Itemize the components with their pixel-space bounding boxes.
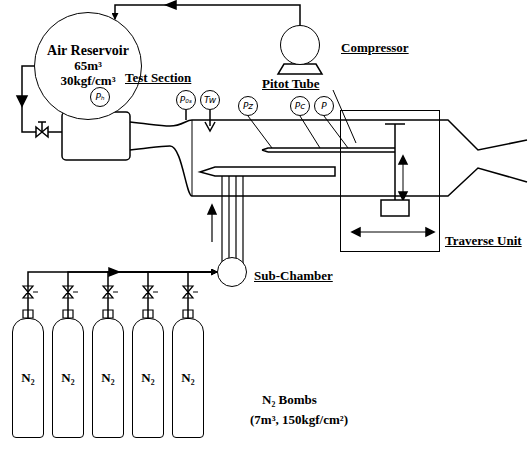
pressure-gauge: P <box>314 96 334 116</box>
gauge-symbol: Pc <box>295 101 305 111</box>
arrow-head <box>399 192 407 200</box>
leader-line <box>333 90 356 143</box>
injection-line <box>222 176 243 265</box>
nitrogen-bomb: N₂ <box>52 318 84 438</box>
pressure-gauge: Pc <box>290 96 310 116</box>
part-label: Pitot Tube <box>262 76 319 92</box>
nitrogen-bomb: N₂ <box>132 318 164 438</box>
spec-label: (7m³, 150kgf/cm²) <box>250 412 348 428</box>
pipe-connector <box>188 272 217 318</box>
reservoir-tank: Air Reservoir65m³ 30kgf/cm³ <box>34 12 142 120</box>
arrow-head <box>426 228 434 236</box>
tunnel-upper-wall <box>130 120 527 150</box>
nitrogen-bomb: N₂ <box>172 318 204 438</box>
pressure-gauge: Pₕ <box>90 87 110 107</box>
node-text: N₂ <box>181 370 194 386</box>
section-label: Test Section <box>125 70 191 86</box>
flow-arrow-line <box>211 212 212 242</box>
nitrogen-bomb: N₂ <box>12 318 44 438</box>
part-label: Traverse Unit <box>445 233 522 249</box>
wall-thermocouple <box>205 110 215 131</box>
node-text: 65m³ 30kgf/cm³ <box>46 59 130 89</box>
compressor-symbol: Compressor <box>280 25 320 65</box>
flat-plate-model <box>200 167 335 176</box>
part-label: N₂ Bombs <box>262 392 317 408</box>
gauge-stem <box>185 110 187 120</box>
horizontal-motion-arrow <box>356 232 430 233</box>
gauge-symbol: P <box>321 101 326 111</box>
vertical-motion-arrow <box>403 160 404 196</box>
flow-arrow <box>17 96 27 106</box>
gauge-symbol: Pₕ <box>95 92 104 102</box>
pitot-tube <box>262 148 395 152</box>
gauge-symbol: P₀ₛ <box>180 95 192 105</box>
compressor-base <box>278 64 322 74</box>
arrow-head <box>399 156 407 164</box>
gauge-symbol: Pz <box>243 101 253 111</box>
test-section-joint <box>192 120 193 196</box>
valve-handle <box>33 291 198 292</box>
node-text: N₂ <box>61 370 74 386</box>
temperature-gauge: Tw <box>200 90 220 110</box>
gauge-symbol: Tw <box>204 95 216 105</box>
pipe-connector <box>148 272 217 318</box>
arrow-head <box>352 228 360 236</box>
pressure-line <box>248 116 348 148</box>
pipe-connector <box>68 272 217 318</box>
pipe-connector <box>108 272 217 318</box>
pressure-gauge: Pz <box>238 96 258 116</box>
node-text: N₂ <box>101 370 114 386</box>
arrow-head <box>208 205 216 214</box>
pressure-gauge: P₀ₛ <box>176 90 196 110</box>
valve-handle <box>38 122 46 132</box>
pipe-connector <box>28 272 217 318</box>
part-label: Sub-Chamber <box>254 268 333 284</box>
node-text: N₂ <box>141 370 154 386</box>
part-label: Compressor <box>341 40 409 56</box>
pipe-connector <box>115 5 300 25</box>
traverse-carriage <box>381 200 409 216</box>
nitrogen-bomb: N₂ <box>92 318 124 438</box>
tunnel-lower-wall <box>130 146 527 196</box>
node-text: Air Reservoir <box>47 43 129 59</box>
node-text: N₂ <box>21 370 34 386</box>
traverse-unit-box: Traverse Unit <box>340 110 440 252</box>
sub-chamber: Sub-Chamber <box>217 257 247 287</box>
